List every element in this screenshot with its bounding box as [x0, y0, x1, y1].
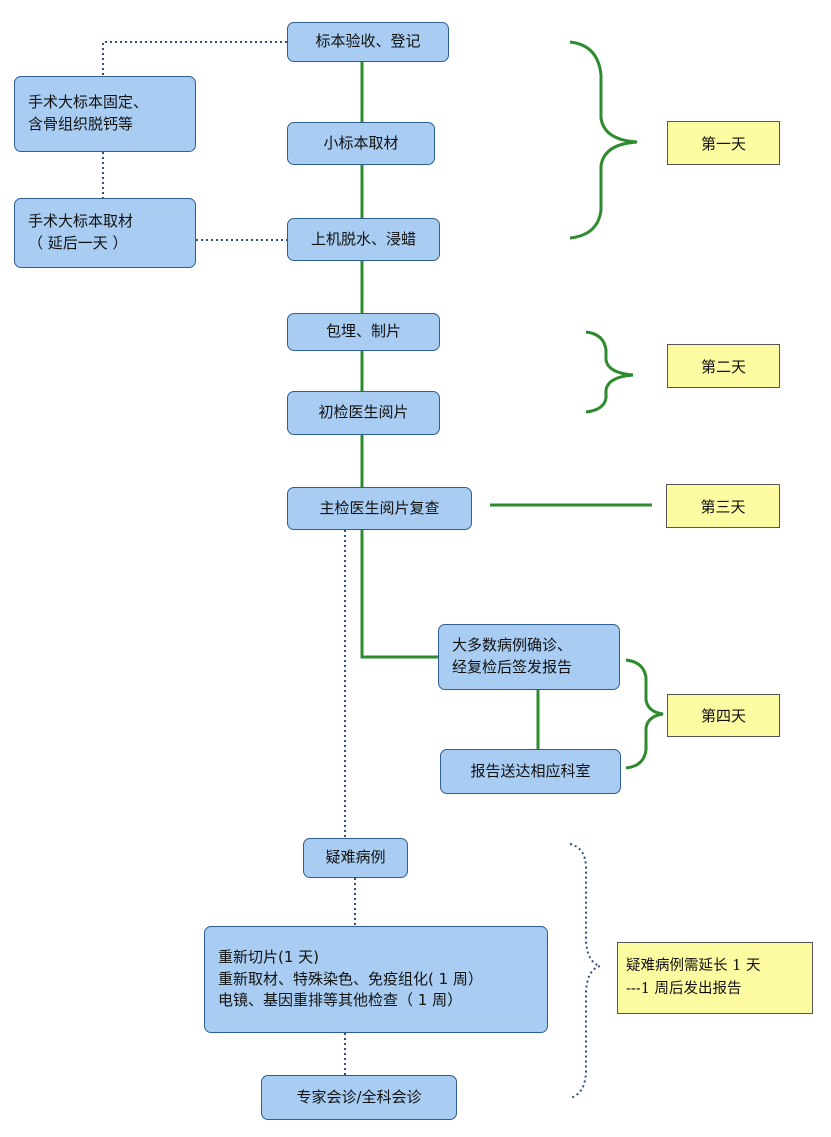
reprocess-line-2: 重新取材、特殊染色、免疫组化( 1 周）	[218, 969, 483, 988]
note-line-2: ---1 周后发出报告	[626, 981, 742, 997]
node-confirm-report: 大多数病例确诊、 经复检后签发报告	[438, 624, 620, 690]
node-large-specimen-sampling: 手术大标本取材 （ 延后一天 ）	[14, 198, 196, 268]
confirm-line-1: 大多数病例确诊、	[452, 636, 573, 655]
brace-day1	[569, 40, 638, 240]
node-large-specimen-fixation: 手术大标本固定、 含骨组织脱钙等	[14, 76, 196, 152]
node-difficult-case: 疑难病例	[303, 838, 408, 878]
brace-day2	[585, 330, 634, 414]
node-embed-section: 包埋、制片	[287, 313, 440, 351]
day-label-1: 第一天	[667, 121, 780, 165]
node-small-specimen-sampling: 小标本取材	[287, 122, 435, 165]
node-expert-consultation: 专家会诊/全科会诊	[261, 1075, 457, 1120]
node-deliver-report: 报告送达相应科室	[440, 749, 621, 794]
brace-difficult	[569, 843, 604, 1099]
large-sampling-line-2: （ 延后一天 ）	[28, 234, 128, 252]
confirm-line-2: 经复检后签发报告	[452, 658, 573, 676]
dotted-receive-to-largefix	[102, 41, 287, 76]
connector-chief-to-confirm	[360, 530, 438, 659]
day-label-3: 第三天	[666, 484, 780, 528]
reprocess-line-3: 电镜、基因重排等其他检查（ 1 周）	[218, 991, 463, 1010]
note-line-1: 疑难病例需延长 1 天	[626, 957, 761, 974]
node-first-review: 初检医生阅片	[287, 391, 440, 435]
difficult-case-note: 疑难病例需延长 1 天 ---1 周后发出报告	[617, 942, 813, 1014]
day-label-4: 第四天	[667, 694, 780, 737]
node-dehydrate-wax: 上机脱水、浸蜡	[287, 218, 440, 261]
node-reprocess: 重新切片(1 天) 重新取材、特殊染色、免疫组化( 1 周） 电镜、基因重排等其…	[204, 926, 548, 1033]
brace-day4	[625, 658, 664, 770]
large-sampling-line-1: 手术大标本取材	[28, 212, 134, 231]
large-fix-line-2: 含骨组织脱钙等	[28, 115, 134, 133]
node-chief-review: 主检医生阅片复查	[287, 487, 472, 530]
node-receive-register: 标本验收、登记	[287, 22, 449, 62]
day-label-2: 第二天	[667, 344, 780, 388]
reprocess-line-1: 重新切片(1 天)	[218, 947, 320, 966]
large-fix-line-1: 手术大标本固定、	[28, 93, 149, 112]
